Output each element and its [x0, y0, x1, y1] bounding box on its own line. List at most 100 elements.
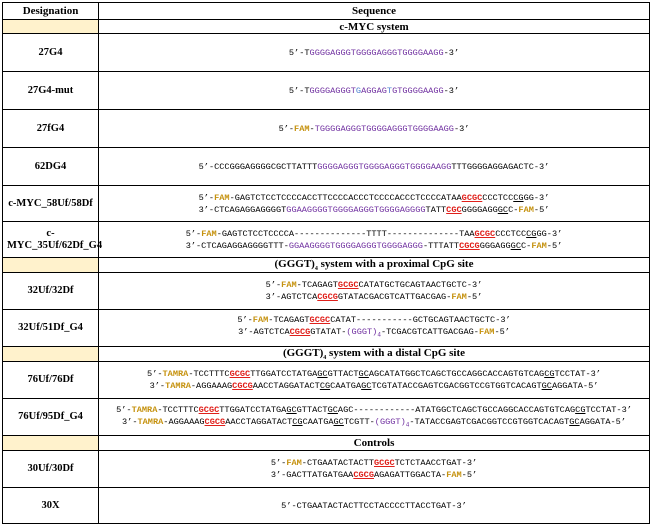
table-header-row: Designation Sequence [2, 2, 650, 20]
cpg-site-minor: GC [569, 416, 580, 427]
tamra-label: TAMRA [162, 369, 189, 380]
seq-segment: 3’- [122, 416, 138, 427]
table-row: 27G4-mut 5’-TGGGGAGGGTGAGGAGTGTGGGGAAGG-… [2, 71, 650, 110]
seq-segment: GTATAT- [310, 327, 347, 338]
fam-label: FAM [531, 240, 547, 251]
mutated-base: T [386, 85, 393, 96]
g4-motif: GGAAGGGGTGGGGAGGGTGGGGAGGG [288, 240, 423, 251]
g4-repeat: (GGGT) [374, 416, 406, 427]
seq-segment: CATATGCTGCAGTAACTGCTC-3’ [358, 280, 483, 291]
seq-segment: 5’- [278, 123, 295, 134]
g4-motif: GTGGGGAAGG [392, 85, 444, 96]
seq-segment: -3’ [453, 123, 470, 134]
seq-segment: AGAGATTGGACTA- [373, 470, 447, 481]
fam-label: FAM [518, 204, 534, 215]
seq-segment: TCTCTAACCTGAT-3’ [394, 458, 478, 469]
seq-segment: -AGGAAAG [163, 416, 205, 427]
sequence-line: 5’-TGGGGAGGGTGAGGAGTGTGGGGAAGG-3’ [103, 85, 645, 97]
seq-segment: CCCTCC [495, 228, 527, 239]
sequence-cell: 5’-FAM-CTGAATACTACTTGCGCTCTCTAACCTGAT-3’… [98, 450, 650, 489]
seq-segment: 5’-CTGAATACTACTTCCTACCCCTTACCTGAT-3’ [281, 500, 467, 511]
cpg-site: CGCG [232, 381, 253, 392]
g4-motif: TGGGGAGGGTGGGGAGGGTGGGGAAGG [314, 123, 454, 134]
sequence-cell: 5’- FAM -GAGTCTCCTCCCCA--------------TTTT-… [98, 221, 650, 258]
sequence-line-bottom: 3’-TAMRA-AGGAAAGCGCGAACCTAGGATACTCGCAATG… [103, 380, 645, 392]
sequence-line-bottom: 3’-CTCAGAGGAGGGGTGGAAGGGGTGGGGAGGGTGGGGA… [103, 204, 645, 216]
fam-label: FAM [286, 458, 302, 469]
sequence-line-bottom: 3’-TAMRA-AGGAAAGCGCGAACCTAGGATACTCGCAATG… [103, 416, 645, 432]
designation-cell: 32Uf/32Df [2, 272, 99, 311]
section-title-controls: Controls [98, 435, 650, 452]
seq-segment: -TCGACGTCATTGACGAG- [380, 327, 479, 338]
seq-segment: -GAGTCTCCTCCCCACCTTCCCCACCCTCCCCACCCTCCC… [229, 192, 462, 203]
seq-segment: 5’- [185, 228, 202, 239]
sequence-line-top: 5’-FAM-CTGAATACTACTTGCGCTCTCTAACCTGAT-3’ [103, 457, 645, 469]
sequence-cell: 5’-TAMRA-TCCTTTCGCGCTTGGATCCTATGAGCGTTAC… [98, 361, 650, 400]
table-row: 76Uf/95Df_G4 5’-TAMRA-TCCTTTCGCGCTTGGATC… [2, 398, 650, 437]
seq-segment: 3’-AGTCTCA [265, 292, 318, 303]
g4-repeat-count: 4 [405, 421, 410, 429]
sequence-line-top: 5’-TAMRA-TCCTTTCGCGCTTGGATCCTATGAGCGTTAC… [103, 404, 645, 416]
seq-segment: GTTACT [296, 404, 328, 415]
cpg-site: GCGC [474, 228, 496, 239]
g4-motif: AGGAG [361, 85, 387, 96]
section-left-cell [2, 256, 99, 274]
section-title-proximal: (GGGT)4 system with a proximal CpG site [98, 256, 650, 274]
section-left-cell [2, 435, 99, 452]
table-row: 62DG4 5’-CCCGGGAGGGGCGCTTATTTGGGGAGGGTGG… [2, 147, 650, 186]
sequence-line-top: 5’-FAM-TCAGAGTGCGCCATAT-----------GCTGCA… [103, 314, 645, 326]
seq-segment: -TCAGAGT [296, 280, 338, 291]
cpg-site-minor: CG [292, 416, 303, 427]
seq-segment: 3’-CTCAGAGGAGGGGT [198, 204, 287, 215]
cpg-site: CGC [446, 204, 462, 215]
sequence-line-top: 5’-TAMRA-TCCTTTCGCGCTTGGATCCTATGAGCGTTAC… [103, 368, 645, 380]
seq-segment: GGGGAGG [461, 204, 498, 215]
seq-segment: AACCTAGGATACT [225, 416, 293, 427]
cpg-site: GCGC [229, 369, 251, 380]
seq-segment: -GAGTCTCCTCCCCA--------------TTTT-------… [216, 228, 475, 239]
seq-segment: 5’- [237, 315, 253, 326]
cpg-site: GCGC [309, 315, 331, 326]
table-row: 27G4 5’-TGGGGAGGGTGGGGAGGGTGGGGAAGG-3’ [2, 33, 650, 72]
sequence-line-bottom: 3’-AGTCTCACGCGGTATAT-(GGGT)4-TCGACGTCATT… [103, 326, 645, 342]
tamra-label: TAMRA [137, 416, 164, 427]
cpg-site: GCGC [461, 192, 483, 203]
cpg-site: CGCG [204, 416, 226, 427]
seq-segment: 3’-AGTCTCA [238, 327, 290, 338]
g4-motif: GGGGAGGGT [309, 85, 356, 96]
table-row: 32Uf/32Df 5’-FAM-TCAGAGTGCGCCATATGCTGCAG… [2, 272, 650, 311]
tamra-label: TAMRA [131, 404, 158, 415]
seq-segment: -AGGAAAG [190, 381, 233, 392]
section-left-cell [2, 346, 99, 363]
seq-segment: 5’-T [288, 47, 310, 58]
seq-segment: -TATACCGAGTCGACGGTCCGTGGTCACAGT [409, 416, 570, 427]
seq-segment: 5’-T [288, 85, 310, 96]
sequence-cell: 5’-TAMRA-TCCTTTCGCGCTTGGATCCTATGAGCGTTAC… [98, 398, 650, 437]
cpg-site-minor: GC [317, 369, 328, 380]
g4-motif: GGGGAGGGTGGGGAGGGTGGGGAAGG [309, 47, 444, 58]
designation-cell: 27fG4 [2, 109, 99, 148]
seq-segment: TTTGGGGAGGAGACTC-3’ [451, 161, 550, 172]
g4-repeat: (GGGT) [346, 327, 378, 338]
designation-cell: 32Uf/51Df_G4 [2, 309, 99, 348]
seq-segment: GTTACT [327, 369, 359, 380]
section-title-part: (GGGT) [282, 347, 324, 360]
sequence-cell: 5’-FAM-TCAGAGTGCGCCATAT-----------GCTGCA… [98, 309, 650, 348]
seq-segment: -CTGAATACTACTT [301, 458, 374, 469]
designation-cell: 62DG4 [2, 147, 99, 186]
designation-cell: c-MYC_58Uf/58Df [2, 185, 99, 222]
table-row: 76Uf/76Df 5’-TAMRA-TCCTTTCGCGCTTGGATCCTA… [2, 361, 650, 400]
cpg-site-minor: GC [361, 381, 372, 392]
seq-segment: CATAT-----------GCTGCAGTAACTGCTC-3’ [330, 315, 511, 326]
fam-label: FAM [214, 192, 230, 203]
table-row: 30Uf/30Df 5’-FAM-CTGAATACTACTTGCGCTCTCTA… [2, 450, 650, 489]
sequence-line: 5’-CTGAATACTACTTCCTACCCCTTACCTGAT-3’ [103, 500, 645, 512]
seq-segment: 3’- [149, 381, 166, 392]
seq-segment: AGC------------ATATGGCTCAGCTGCCAGGCACCAG… [337, 404, 576, 415]
cpg-site: CGCG [459, 240, 480, 251]
tamra-label: TAMRA [165, 381, 191, 392]
seq-segment: -5’ [494, 327, 510, 338]
sequence-line-bottom: 3’-GACTTATGATGAACGCGAGAGATTGGACTA-FAM-5’ [103, 469, 645, 481]
